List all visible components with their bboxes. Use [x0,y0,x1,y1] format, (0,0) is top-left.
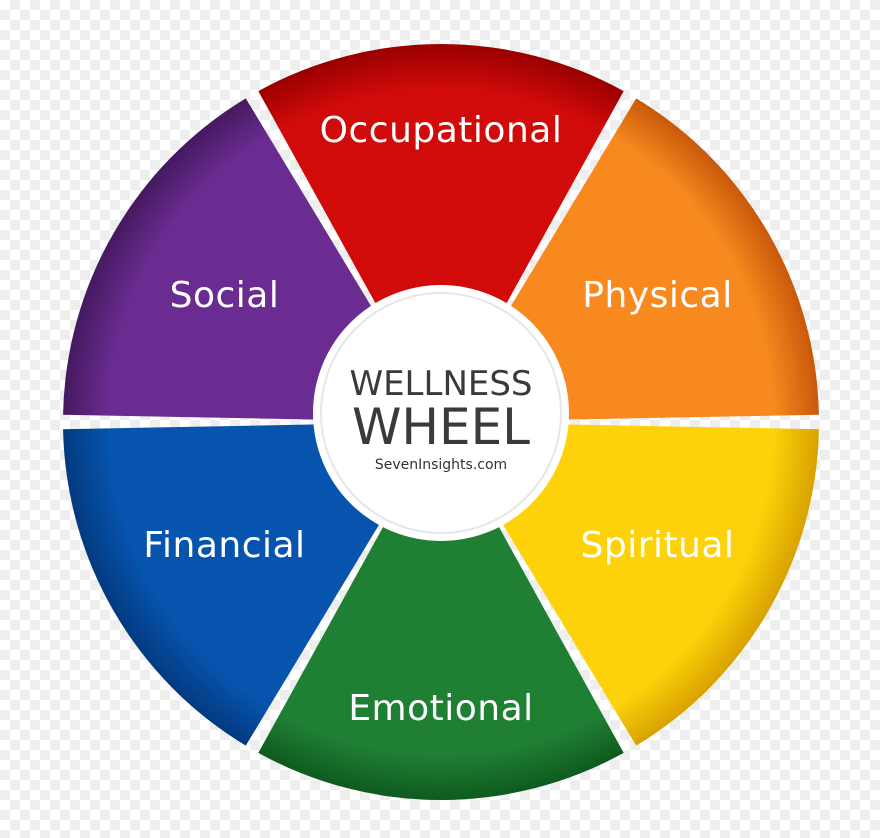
segment-label-physical: Physical [582,275,732,316]
center-title-top: WELLNESS [349,364,532,404]
center-hub-disc [320,292,562,534]
center-hub: WELLNESS WHEEL SevenInsights.com [313,285,569,541]
center-title-bottom: WHEEL [352,398,530,456]
segment-label-emotional: Emotional [348,688,533,729]
center-subtitle: SevenInsights.com [375,457,507,473]
segment-label-spiritual: Spiritual [580,525,734,566]
segment-social [63,98,381,420]
segment-physical [501,98,819,420]
segments-layer [63,44,819,800]
segment-label-social: Social [170,275,280,316]
segment-emotional [258,525,624,800]
segment-spiritual [501,424,819,746]
segment-label-financial: Financial [143,525,305,566]
segment-label-occupational: Occupational [320,110,563,151]
segment-occupational [258,44,624,319]
segment-financial [63,424,381,746]
